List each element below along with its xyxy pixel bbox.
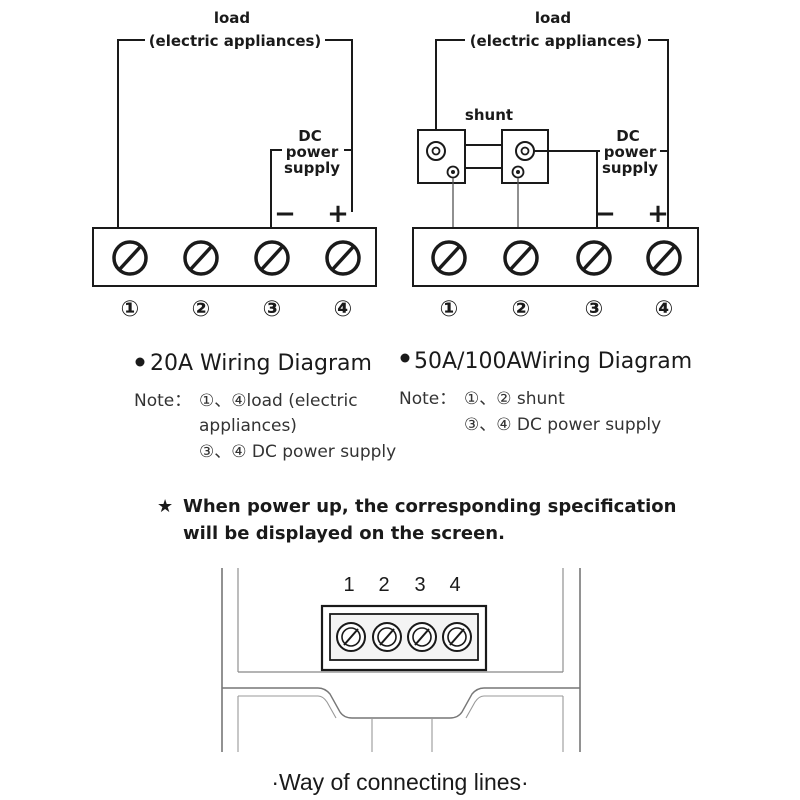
right-dc-wire (534, 150, 668, 228)
right-supply-label: supply (602, 159, 658, 177)
device-terminal-label-2: 2 (378, 574, 389, 596)
left-screw-3 (254, 240, 290, 276)
left-terminal-number-2: ② (192, 297, 211, 322)
left-terminal-number-3: ③ (263, 297, 282, 322)
right-plus-sign: + (647, 199, 669, 229)
device-screw-2 (372, 622, 402, 652)
device-terminal-label-4: 4 (449, 574, 460, 596)
left-note-line-3: ③、④ DC power supply (199, 442, 396, 462)
right-diagram-title: 50A/100AWiring Diagram (414, 349, 692, 374)
left-note-line-2: appliances) (199, 416, 297, 436)
right-terminal-number-3: ③ (585, 297, 604, 322)
device-screw-4 (442, 622, 472, 652)
right-terminal-number-4: ④ (655, 297, 674, 322)
device-terminal-label-3: 3 (414, 574, 425, 596)
right-title-bullet (400, 353, 410, 363)
left-dc-wire (270, 149, 352, 228)
right-screw-2 (503, 240, 539, 276)
right-screw-3 (576, 240, 612, 276)
right-note-prefix: Note： (399, 389, 456, 409)
left-screw-4 (325, 240, 361, 276)
left-load-sub-label: (electric appliances) (149, 32, 322, 50)
left-terminal-number-1: ① (121, 297, 140, 322)
left-terminal-number-4: ④ (334, 297, 353, 322)
right-screw-4 (646, 240, 682, 276)
power-up-note: ★ When power up, the corresponding speci… (157, 496, 676, 544)
right-note-line-2: ③、④ DC power supply (464, 415, 661, 435)
left-screw-2 (183, 240, 219, 276)
left-dc-label: DC (298, 127, 321, 145)
right-wiring-diagram: load (electric appliances) shunt DC powe… (399, 9, 699, 435)
left-note-line-1: ①、④load (electric (199, 391, 358, 411)
right-load-wire (435, 39, 669, 228)
star-icon: ★ (157, 496, 173, 517)
device-screw-1 (336, 622, 366, 652)
right-power-label: power (604, 143, 657, 161)
shunt-label: shunt (465, 106, 513, 124)
power-note-line-1: When power up, the corresponding specifi… (183, 496, 676, 517)
left-diagram-title: 20A Wiring Diagram (150, 351, 372, 376)
left-load-wire (117, 39, 353, 228)
left-wiring-diagram: load (electric appliances) DC power supp… (92, 9, 396, 462)
right-terminal-number-1: ① (440, 297, 459, 322)
left-screw-1 (112, 240, 148, 276)
left-note-prefix: Note： (134, 391, 191, 411)
right-load-label: load (535, 9, 571, 27)
right-note-line-1: ①、② shunt (464, 389, 565, 409)
left-plus-sign: + (327, 199, 349, 229)
right-minus-sign: − (594, 199, 616, 229)
device-screw-3 (407, 622, 437, 652)
right-load-sub-label: (electric appliances) (470, 32, 643, 50)
left-title-bullet (135, 357, 145, 367)
right-screw-1 (431, 240, 467, 276)
right-terminal-number-2: ② (512, 297, 531, 322)
power-note-line-2: will be displayed on the screen. (183, 523, 505, 544)
device-terminal-label-1: 1 (343, 574, 354, 596)
right-dc-label: DC (616, 127, 639, 145)
left-power-label: power (286, 143, 339, 161)
left-minus-sign: − (274, 199, 296, 229)
device-illustration: 1 2 3 4 (221, 568, 581, 752)
caption: ·Way of connecting lines· (271, 769, 528, 795)
left-load-label: load (214, 9, 250, 27)
shunt (417, 129, 549, 184)
left-supply-label: supply (284, 159, 340, 177)
